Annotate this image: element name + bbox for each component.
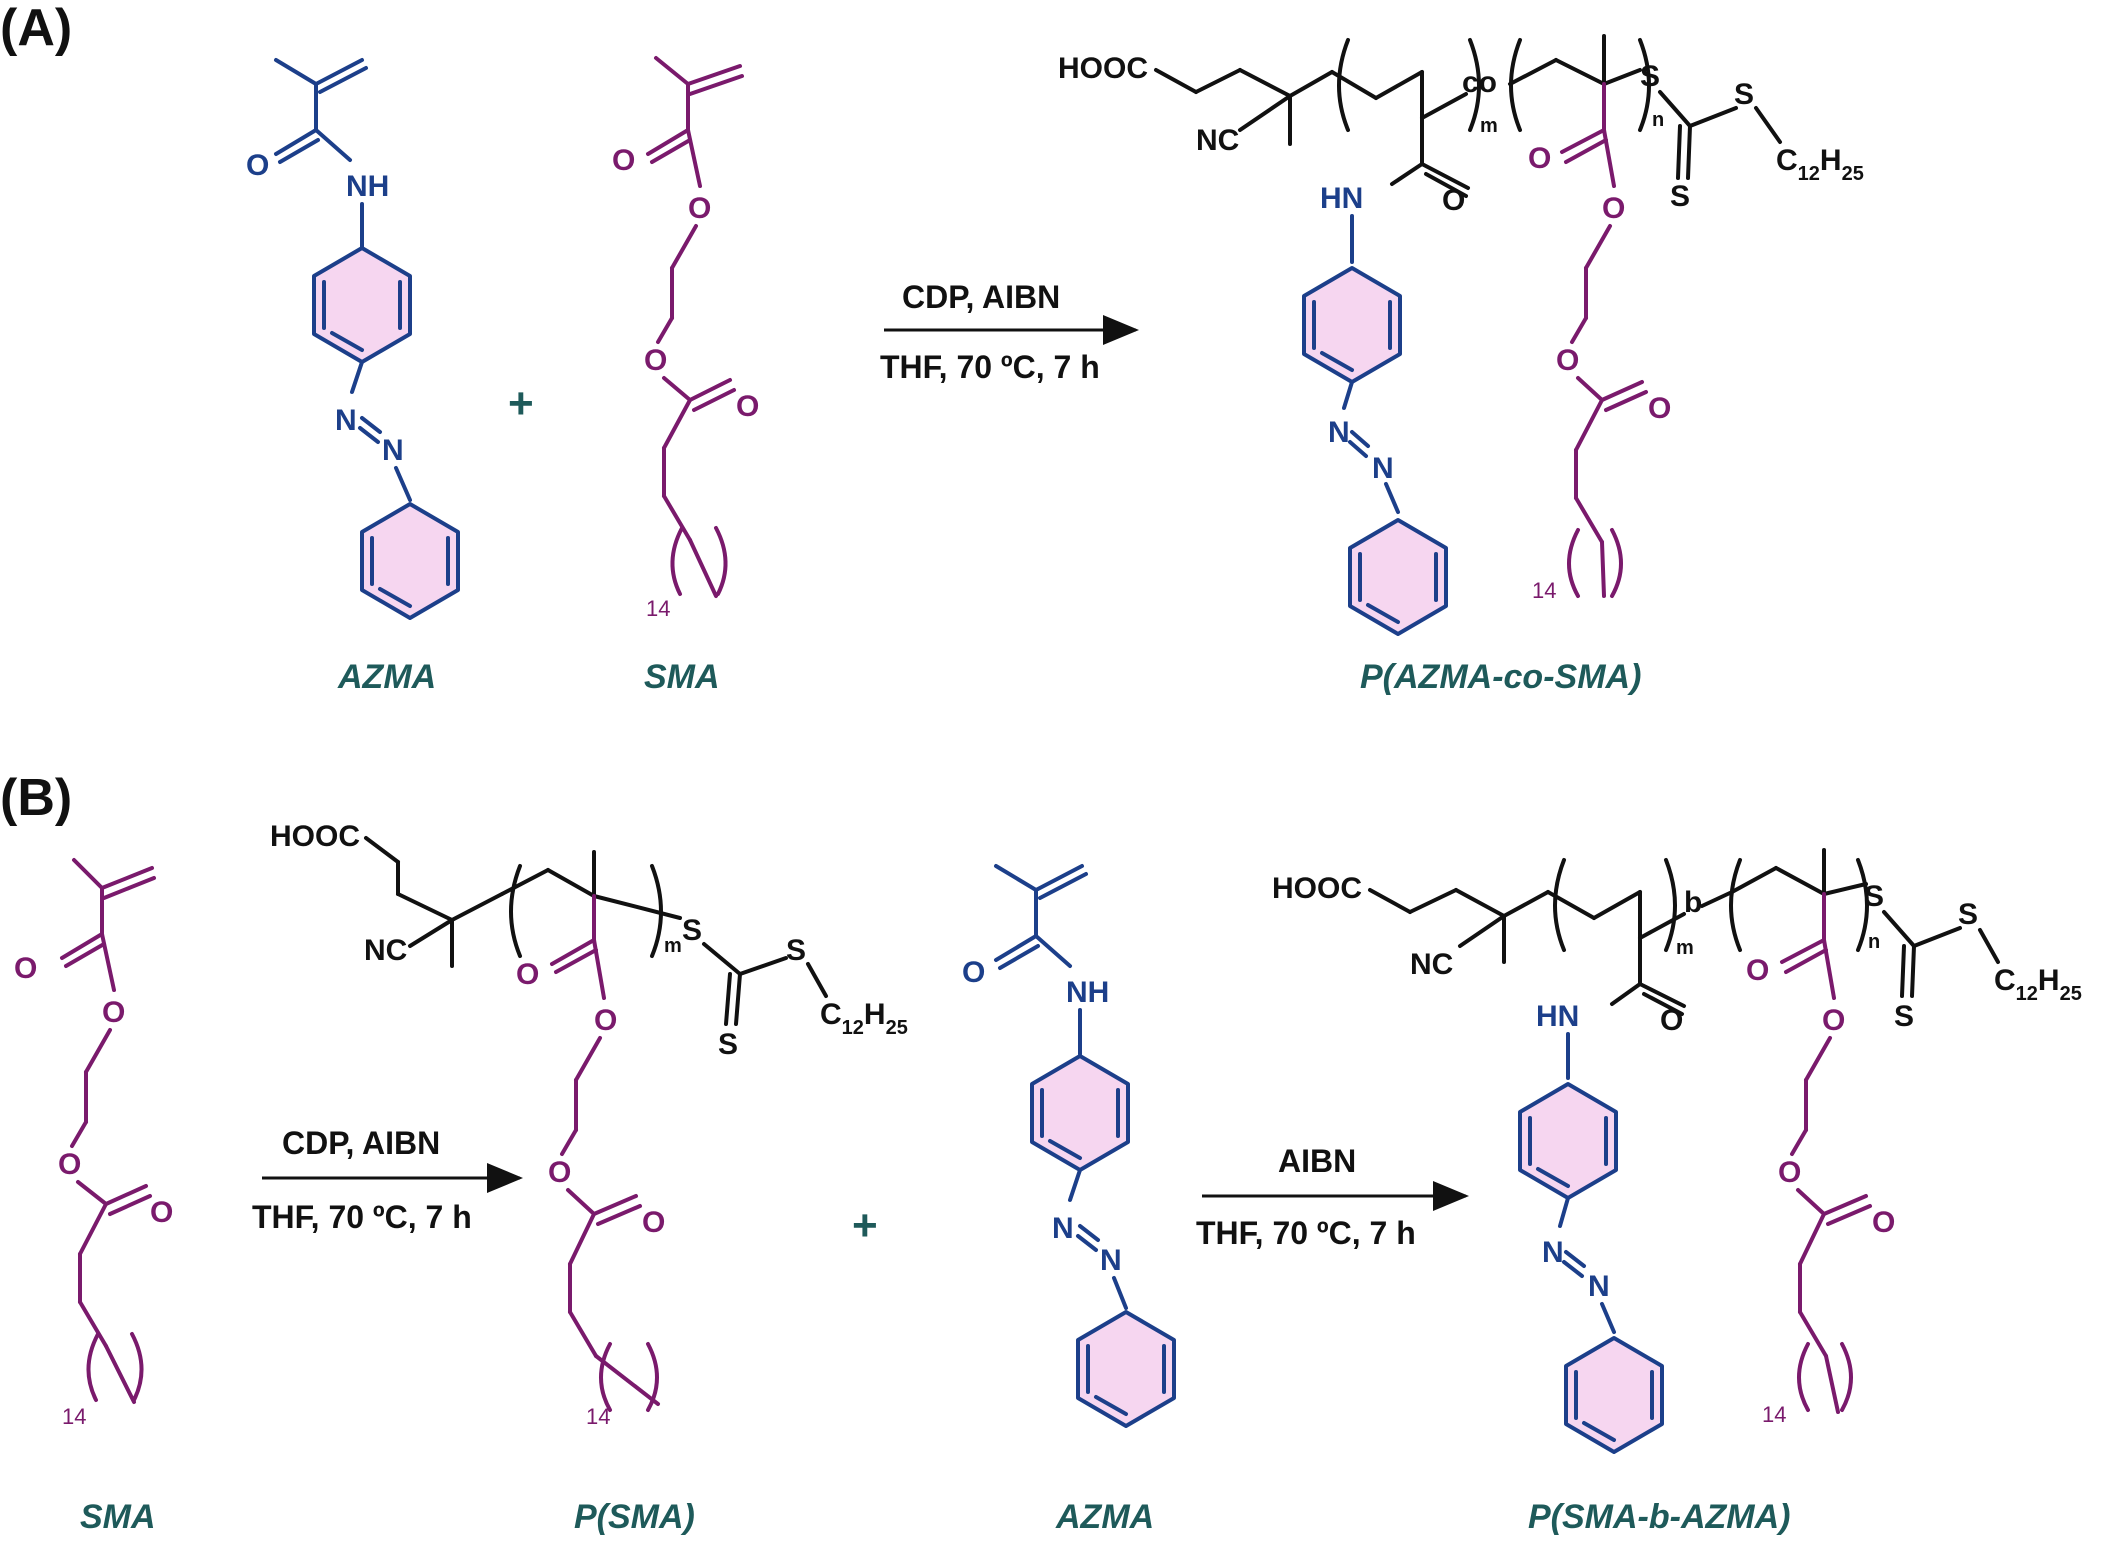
conditions-a: THF, 70 ºC, 7 h	[880, 349, 1100, 385]
atom-o: O	[1660, 1004, 1683, 1037]
atom-o: O	[1602, 192, 1625, 225]
atom-o: O	[14, 952, 37, 985]
panel-label-a: (A)	[0, 0, 72, 57]
psma-structure: HOOC NC m S S S C12H25 O O O	[270, 820, 908, 1429]
atom-o: O	[1746, 954, 1769, 987]
atom-c12: C12H25	[1776, 144, 1864, 185]
atom-o: O	[1442, 184, 1465, 217]
atom-nc: NC	[364, 934, 407, 967]
product-label-a: P(AZMA-co-SMA)	[1360, 658, 1641, 696]
atom-nh: NH	[1066, 976, 1109, 1009]
azma-monomer-structure-a: O NH N N	[246, 58, 460, 620]
plus-sign-a: +	[508, 379, 534, 428]
atom-o: O	[150, 1196, 173, 1229]
atom-nc: NC	[1196, 124, 1239, 157]
azma-label-a: AZMA	[337, 658, 436, 696]
atom-s: S	[718, 1028, 738, 1061]
atom-o: O	[102, 996, 125, 1029]
block-copolymer-structure-b: HOOC NC m b n S S S C12H25	[1272, 848, 2082, 1454]
atom-n: N	[1372, 452, 1394, 485]
sma-label-a: SMA	[644, 658, 720, 696]
atom-o: O	[1528, 142, 1551, 175]
step2-conditions: THF, 70 ºC, 7 h	[1196, 1215, 1416, 1251]
atom-o: O	[962, 956, 985, 989]
atom-hooc: HOOC	[270, 820, 360, 853]
panel-label-b: (B)	[0, 769, 72, 827]
repeat-14: 14	[1762, 1402, 1786, 1427]
atom-n: N	[1100, 1244, 1122, 1277]
azma-monomer-structure-b: O NH N N	[962, 864, 1176, 1428]
product-label-b: P(SMA-b-AZMA)	[1528, 1498, 1791, 1536]
atom-s: S	[1734, 78, 1754, 111]
sma-monomer-structure-a: O O O O 14	[612, 56, 759, 621]
atom-o: O	[1822, 1004, 1845, 1037]
atom-n: N	[1052, 1212, 1074, 1245]
atom-o: O	[644, 344, 667, 377]
step1-reagents: CDP, AIBN	[282, 1125, 440, 1161]
atom-o: O	[1648, 392, 1671, 425]
atom-hn: HN	[1320, 182, 1363, 215]
atom-s: S	[682, 914, 702, 947]
subscript-m: m	[1480, 115, 1498, 137]
azma-label-b: AZMA	[1055, 1498, 1154, 1536]
atom-o: O	[58, 1148, 81, 1181]
atom-s: S	[1958, 898, 1978, 931]
atom-o: O	[548, 1156, 571, 1189]
atom-o: O	[594, 1004, 617, 1037]
atom-nh: NH	[346, 170, 389, 203]
atom-hooc: HOOC	[1272, 872, 1362, 905]
atom-n: N	[1588, 1270, 1610, 1303]
atom-o: O	[1872, 1206, 1895, 1239]
plus-sign-b: +	[852, 1201, 878, 1250]
atom-n: N	[1328, 416, 1350, 449]
linker-b: b	[1684, 886, 1702, 919]
subscript-n: n	[1652, 109, 1664, 131]
atom-n: N	[335, 404, 357, 437]
atom-o: O	[516, 958, 539, 991]
sma-monomer-structure-b: O O O O 14	[14, 858, 173, 1429]
step2-reagents: AIBN	[1278, 1143, 1356, 1179]
atom-s: S	[786, 934, 806, 967]
atom-nc: NC	[1410, 948, 1453, 981]
atom-o: O	[246, 149, 269, 182]
atom-s: S	[1894, 1000, 1914, 1033]
atom-hooc: HOOC	[1058, 52, 1148, 85]
atom-o: O	[1778, 1156, 1801, 1189]
repeat-14: 14	[62, 1404, 86, 1429]
atom-s: S	[1640, 60, 1660, 93]
psma-label: P(SMA)	[574, 1498, 695, 1536]
repeat-14: 14	[586, 1404, 610, 1429]
atom-o: O	[612, 144, 635, 177]
step1-conditions: THF, 70 ºC, 7 h	[252, 1199, 472, 1235]
copolymer-structure-a: HOOC NC m co n S S S C12H25	[1058, 34, 1864, 636]
atom-o: O	[736, 390, 759, 423]
atom-o: O	[1556, 344, 1579, 377]
repeat-14: 14	[1532, 578, 1556, 603]
atom-n: N	[1542, 1236, 1564, 1269]
subscript-n: n	[1868, 931, 1880, 953]
repeat-14: 14	[646, 596, 670, 621]
reagents-a: CDP, AIBN	[902, 279, 1060, 315]
linker-co: co	[1462, 66, 1497, 99]
atom-o: O	[688, 192, 711, 225]
subscript-m: m	[664, 935, 682, 957]
atom-s: S	[1864, 880, 1884, 913]
atom-s: S	[1670, 180, 1690, 213]
atom-hn: HN	[1536, 1000, 1579, 1033]
sma-label-b: SMA	[80, 1498, 156, 1536]
subscript-m: m	[1676, 937, 1694, 959]
atom-c12: C12H25	[1994, 964, 2082, 1005]
atom-c12: C12H25	[820, 998, 908, 1039]
atom-n: N	[382, 434, 404, 467]
atom-o: O	[642, 1206, 665, 1239]
